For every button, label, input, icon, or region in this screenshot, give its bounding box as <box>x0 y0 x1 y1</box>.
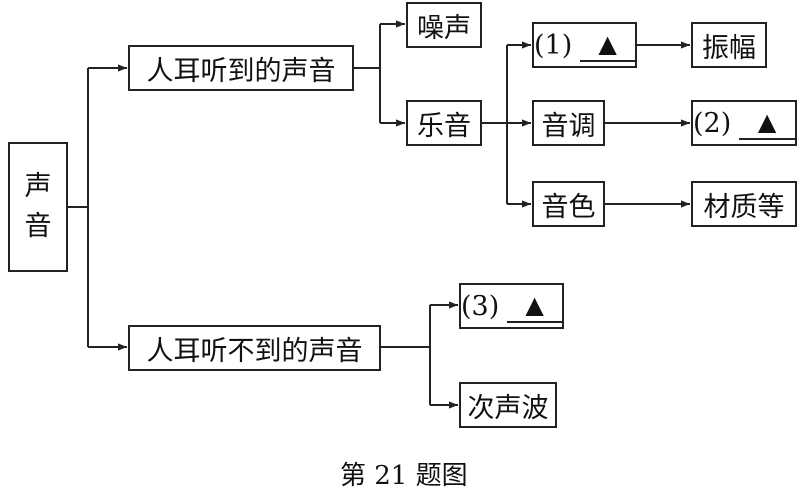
node-pitch: 音调 <box>532 100 605 146</box>
node-sound: 声 音 <box>8 142 68 272</box>
node-noise: 噪声 <box>406 2 482 48</box>
node-musical-tone: 乐音 <box>406 100 482 146</box>
node-material: 材质等 <box>691 181 797 227</box>
node-blank-1: (1) ▲ <box>532 22 637 68</box>
blank-2-number: (2) <box>693 107 732 139</box>
node-sound-char-1: 声 <box>24 170 52 202</box>
blank-3-underline: ▲ <box>507 289 562 323</box>
node-timbre: 音色 <box>532 181 605 227</box>
node-amplitude: 振幅 <box>691 22 767 68</box>
figure-caption: 第 21 题图 <box>340 461 468 491</box>
blank-1-underline: ▲ <box>580 28 635 62</box>
blank-3-number: (3) <box>461 290 500 322</box>
node-blank-3: (3) ▲ <box>459 283 564 329</box>
node-audible-sound: 人耳听到的声音 <box>128 45 354 91</box>
node-blank-2: (2) ▲ <box>691 100 797 146</box>
node-sound-char-2: 音 <box>24 211 52 242</box>
blank-1-number: (1) <box>534 29 573 61</box>
node-infrasound: 次声波 <box>459 382 557 428</box>
blank-2-underline: ▲ <box>739 106 795 140</box>
node-inaudible-sound: 人耳听不到的声音 <box>128 325 381 371</box>
blank-1-triangle-icon: ▲ <box>598 30 617 58</box>
blank-2-triangle-icon: ▲ <box>757 108 777 136</box>
blank-3-triangle-icon: ▲ <box>525 291 544 319</box>
